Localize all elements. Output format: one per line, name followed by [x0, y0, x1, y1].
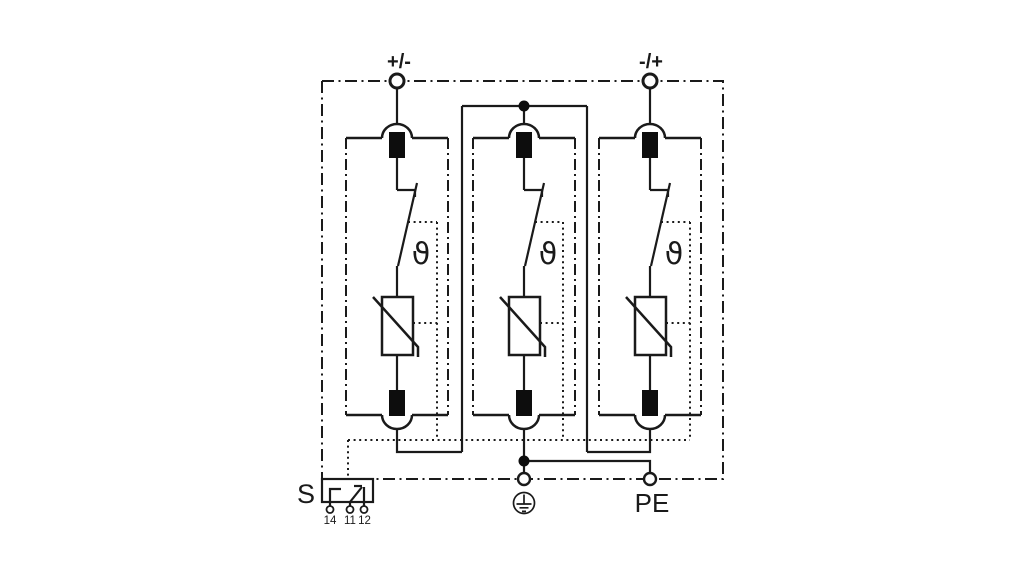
- module1-thermal-symbol: ϑ: [412, 237, 431, 272]
- enclosure-border-top-right-bottom: [322, 80, 724, 480]
- contact-number-14: 14: [324, 515, 337, 527]
- contact-terminal-11-circle: [345, 505, 355, 514]
- pe-label: PE: [635, 488, 670, 518]
- protection-module-2: ϑ: [472, 110, 576, 472]
- module1-bottom-plug-contact-icon: [346, 413, 448, 431]
- module3-varistor-symbol-icon: [625, 295, 673, 357]
- protection-module-3: ϑ: [587, 88, 702, 454]
- protection-module-1: ϑ: [345, 88, 462, 454]
- junction-dot-icon-bottom: [518, 455, 530, 467]
- contact-blade: [349, 486, 363, 503]
- pe-terminal-circle-icon: [642, 471, 658, 487]
- module2-switch-fixed-contact: [524, 188, 544, 197]
- module1-switch-blade: [396, 182, 419, 267]
- module1-varistor-symbol-icon: [372, 295, 420, 357]
- module1-thermal-sense-links: [408, 221, 438, 440]
- contact-number-12: 12: [358, 515, 371, 527]
- module1-top-plug-contact-icon: [346, 122, 448, 140]
- terminal-circle-icon-left: [388, 72, 406, 90]
- module1-thermal-disconnector-icon: [396, 182, 419, 267]
- module3-bottom-plug-contact-icon: [599, 413, 701, 431]
- module3-thermal-disconnector-icon: [649, 182, 672, 267]
- changeover-contact-icon: [328, 484, 366, 503]
- module2-top-pin: [516, 132, 532, 158]
- module3-switch-fixed-contact: [650, 188, 670, 197]
- module2-varistor-symbol-icon: [499, 295, 547, 357]
- thermal-signal-bus: [347, 439, 690, 479]
- module2-bottom-pin: [516, 390, 532, 416]
- terminal-circle-icon-right: [641, 72, 659, 90]
- contact-box: [320, 477, 375, 504]
- terminal-label-right: -/+: [639, 51, 663, 73]
- earth-terminal-circle-icon: [516, 471, 532, 487]
- earth-connection: [518, 100, 652, 472]
- enclosure-border: [321, 80, 724, 480]
- contact-terminal-12-circle: [359, 505, 369, 514]
- contact-number-11: 11: [344, 515, 356, 527]
- bottom-terminals: PE: [512, 471, 670, 518]
- protective-earth-icon: [512, 491, 536, 515]
- input-terminals: +/- -/+: [387, 51, 663, 90]
- module3-bottom-link: [587, 429, 652, 454]
- contact-14-hook: [328, 487, 341, 502]
- module2-thermal-disconnector-icon: [523, 182, 546, 267]
- module1-bottom-link: [395, 429, 462, 454]
- module3-thermal-symbol: ϑ: [665, 237, 684, 272]
- module3-top-pin: [642, 132, 658, 158]
- module3-bottom-pin: [642, 390, 658, 416]
- module2-varistor-slash: [499, 296, 547, 357]
- module1-bottom-pin: [389, 390, 405, 416]
- module1-top-pin: [389, 132, 405, 158]
- module2-bottom-plug-contact-icon: [473, 413, 575, 431]
- module2-top-plug-contact-icon: [473, 122, 575, 140]
- pe-link-wire: [529, 459, 652, 472]
- module3-thermal-sense-links: [661, 221, 691, 440]
- module3-switch-blade: [649, 182, 672, 267]
- module2-thermal-symbol: ϑ: [539, 237, 558, 272]
- terminal-label-left: +/-: [387, 51, 411, 73]
- remote-signalling-contact: 14 11 12 S: [297, 477, 375, 527]
- module1-switch-fixed-contact: [397, 188, 417, 197]
- junction-dot-icon-top: [518, 100, 530, 112]
- s-label: S: [297, 479, 315, 509]
- module1-varistor-slash: [372, 296, 420, 357]
- module2-thermal-sense-links: [535, 221, 564, 440]
- contact-terminal-14-circle: [325, 505, 335, 514]
- module3-top-plug-contact-icon: [599, 122, 701, 140]
- module2-switch-blade: [523, 182, 546, 267]
- module3-varistor-slash: [625, 296, 673, 357]
